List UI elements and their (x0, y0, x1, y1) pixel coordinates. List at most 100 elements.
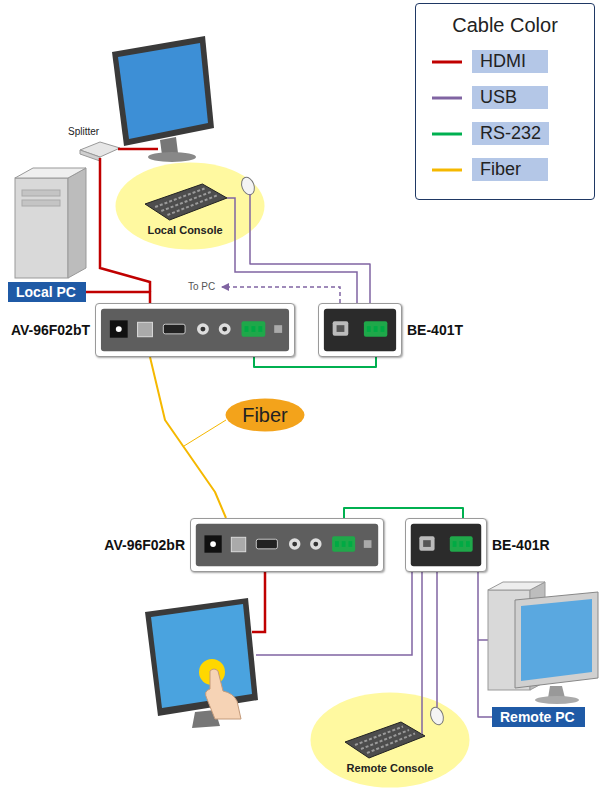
device-panel-part (419, 536, 434, 550)
local-monitor (112, 36, 214, 162)
device-panel-part (242, 321, 266, 336)
device-panel-part (116, 326, 122, 332)
device-panel-part (274, 325, 282, 333)
remote-pc-icon-part (488, 582, 545, 590)
console-zone: Local Console (115, 162, 265, 250)
touch-monitor-part (206, 669, 241, 719)
pc-label: Local PC (8, 282, 86, 302)
device-panel (96, 304, 294, 356)
device-panel-part (289, 538, 301, 550)
device-panel-part (310, 538, 322, 550)
device-panel-part (364, 540, 372, 548)
usb-cable (436, 572, 438, 692)
node-text: AV-96F02bR (104, 537, 185, 553)
remote-pc-icon (488, 582, 598, 704)
node-text: Fiber (242, 404, 288, 427)
ellipse-outline (115, 162, 265, 250)
usb-cable-part (256, 572, 412, 655)
touch-monitor-part (151, 604, 252, 708)
device-panel-part (324, 309, 396, 351)
device-panel-part (163, 324, 185, 334)
legend-swatch (432, 50, 462, 74)
device-panel-part (381, 326, 385, 332)
device-panel-part (423, 540, 431, 547)
mouse-icon (239, 175, 256, 196)
part-label: Splitter (68, 126, 99, 137)
local-pc-tower-part (68, 168, 86, 278)
device-panel-part (337, 325, 345, 332)
legend-line (432, 133, 462, 136)
keyboard-icon-part (167, 196, 216, 216)
pc-label: Remote PC (492, 707, 585, 727)
legend-row: RS-232 (432, 122, 582, 146)
fiber-leader (184, 420, 226, 446)
usb-extender: BE-401T (318, 303, 402, 357)
device-panel-part (210, 541, 216, 547)
usb-extender: BE-401R (405, 518, 487, 572)
ellipse-outline-part (311, 693, 470, 788)
rs232-cable (254, 357, 376, 367)
rs232-cable (344, 508, 463, 518)
device-panel (319, 304, 401, 356)
usb-cable (478, 572, 492, 717)
device-panel-part (453, 541, 457, 547)
local-pc-tower-part (22, 200, 60, 206)
touch-monitor-part (145, 598, 258, 716)
device-panel-part (196, 524, 378, 566)
keyboard-icon-part (367, 734, 415, 754)
device-panel-part (364, 321, 387, 336)
mouse-icon (428, 705, 445, 726)
device-panel-part (411, 524, 481, 566)
usb-cable (250, 250, 370, 303)
legend-row: Fiber (432, 158, 582, 182)
device-panel-part (292, 542, 297, 547)
ellipse-outline-part (421, 692, 423, 734)
local-pc-tower-part (22, 190, 60, 196)
splitter-icon-part (80, 150, 100, 161)
device-panel-part (200, 327, 205, 332)
device-panel-part (110, 320, 128, 337)
legend-title: Cable Color (416, 14, 594, 37)
legend-swatch (432, 86, 462, 110)
device-panel-part (450, 536, 473, 551)
device-panel-part (204, 535, 221, 552)
device-panel-part (138, 322, 153, 336)
node-text: Local Console (135, 224, 235, 236)
device-panel-part (342, 541, 346, 547)
local-pc-tower-part (15, 178, 68, 278)
legend-line (432, 169, 462, 172)
usb-cable-part (235, 250, 357, 303)
device-panel-part (466, 541, 470, 547)
legend-row: USB (432, 86, 582, 110)
local-pc-tower (15, 168, 86, 278)
extender-unit: AV-96F02bT (95, 303, 295, 357)
legend-row: HDMI (432, 50, 582, 74)
touch-monitor (145, 598, 258, 728)
ellipse-outline-part (249, 194, 251, 250)
remote-pc-icon-part (515, 592, 598, 688)
keyboard-icon-part (345, 722, 425, 758)
node-text: Local PC (16, 284, 78, 300)
extender-unit: AV-96F02bR (190, 518, 384, 572)
legend-swatch (432, 122, 462, 146)
device-panel-part (333, 321, 349, 335)
device-panel-part (231, 537, 245, 551)
local-monitor-part (148, 152, 196, 162)
device-panel (191, 519, 383, 571)
device-panel-part (101, 309, 289, 351)
ellipse-outline-part (226, 399, 305, 432)
remote-pc-icon-part (535, 696, 579, 704)
signal-label: To PC (188, 281, 215, 292)
device-panel-part (374, 326, 378, 332)
device-panel-part (256, 539, 277, 549)
legend-text: Fiber (472, 158, 548, 181)
legend-swatch (432, 158, 462, 182)
device-panel-part (219, 323, 231, 335)
legend-line (432, 61, 462, 64)
device-panel-part (313, 542, 318, 547)
usb-cable-part (222, 287, 340, 303)
ellipse-outline-part (227, 198, 235, 250)
node-text: Remote PC (500, 709, 577, 725)
fiber-cable (150, 357, 226, 518)
